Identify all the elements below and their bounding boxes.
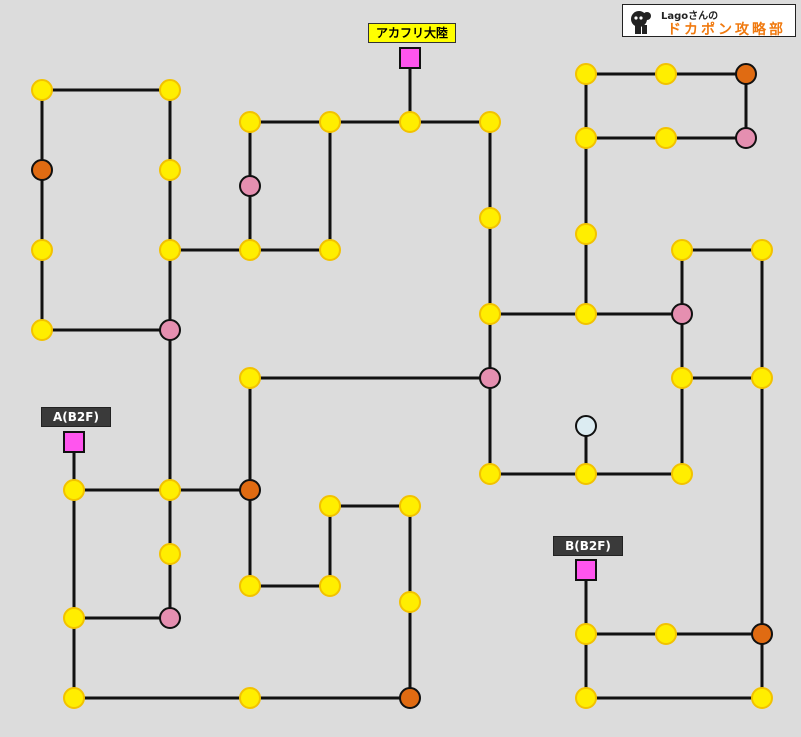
yellow-node xyxy=(159,543,181,565)
yellow-node xyxy=(319,495,341,517)
yellow-node xyxy=(575,127,597,149)
square-b-b2f xyxy=(575,559,597,581)
yellow-node xyxy=(31,319,53,341)
yellow-node xyxy=(479,207,501,229)
yellow-node xyxy=(655,623,677,645)
pink-node xyxy=(159,319,181,341)
logo-line1: Lagoさんの xyxy=(661,11,719,22)
yellow-node xyxy=(63,479,85,501)
yellow-node xyxy=(751,687,773,709)
label-acaphri: アカフリ大陸 xyxy=(368,23,456,43)
yellow-node xyxy=(399,591,421,613)
yellow-node xyxy=(575,303,597,325)
yellow-node xyxy=(239,575,261,597)
yellow-node xyxy=(655,63,677,85)
yellow-node xyxy=(319,575,341,597)
yellow-node xyxy=(31,79,53,101)
yellow-node xyxy=(239,367,261,389)
square-acaphri xyxy=(399,47,421,69)
yellow-node xyxy=(655,127,677,149)
yellow-node xyxy=(239,687,261,709)
yellow-node xyxy=(479,303,501,325)
yellow-node xyxy=(479,111,501,133)
yellow-node xyxy=(239,111,261,133)
orange-node xyxy=(751,623,773,645)
yellow-node xyxy=(575,623,597,645)
orange-node xyxy=(31,159,53,181)
yellow-node xyxy=(239,239,261,261)
yellow-node xyxy=(671,239,693,261)
yellow-node xyxy=(399,495,421,517)
pink-node xyxy=(479,367,501,389)
yellow-node xyxy=(671,367,693,389)
yellow-node xyxy=(575,63,597,85)
yellow-node xyxy=(159,79,181,101)
lightblue-node xyxy=(575,415,597,437)
yellow-node xyxy=(575,687,597,709)
square-a-b2f xyxy=(63,431,85,453)
monkey-face-icon xyxy=(631,11,651,34)
orange-node xyxy=(239,479,261,501)
label-b-b2f: B(B2F) xyxy=(553,536,623,556)
yellow-node xyxy=(575,463,597,485)
yellow-node xyxy=(751,367,773,389)
yellow-node xyxy=(399,111,421,133)
yellow-node xyxy=(159,159,181,181)
label-a-b2f: A(B2F) xyxy=(41,407,111,427)
orange-node xyxy=(399,687,421,709)
yellow-node xyxy=(671,463,693,485)
yellow-node xyxy=(319,111,341,133)
yellow-node xyxy=(63,607,85,629)
yellow-node xyxy=(575,223,597,245)
logo-line2: ドカポン攻略部 xyxy=(667,22,786,38)
pink-node xyxy=(159,607,181,629)
yellow-node xyxy=(63,687,85,709)
pink-node xyxy=(671,303,693,325)
orange-node xyxy=(735,63,757,85)
yellow-node xyxy=(751,239,773,261)
yellow-node xyxy=(319,239,341,261)
yellow-node xyxy=(479,463,501,485)
yellow-node xyxy=(159,239,181,261)
pink-node xyxy=(239,175,261,197)
yellow-node xyxy=(31,239,53,261)
yellow-node xyxy=(159,479,181,501)
logo: Lagoさんの ドカポン攻略部 xyxy=(622,4,796,38)
pink-node xyxy=(735,127,757,149)
